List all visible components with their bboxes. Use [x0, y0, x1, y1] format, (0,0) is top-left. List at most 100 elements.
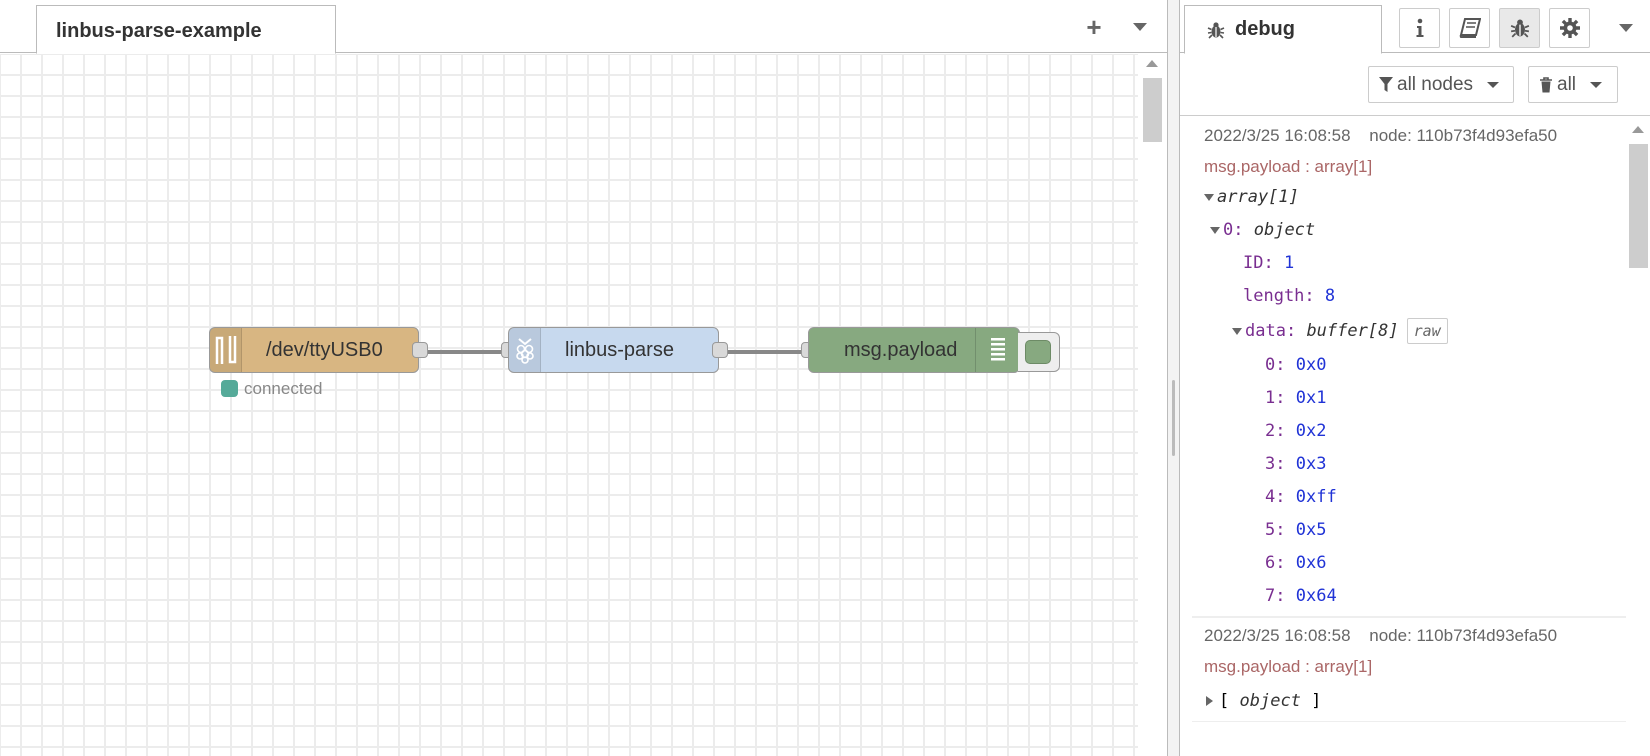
tab-label: linbus-parse-example: [56, 20, 262, 42]
scrollbar-thumb[interactable]: [1143, 78, 1162, 142]
byte-key: 7: [1265, 586, 1276, 606]
debug-tab-button[interactable]: [1499, 8, 1540, 48]
tab-debug[interactable]: debug: [1184, 5, 1382, 54]
field-value: 8: [1324, 286, 1336, 306]
byte-value: 0x3: [1295, 454, 1327, 474]
clear-messages-button[interactable]: all: [1528, 66, 1618, 103]
byte-value: 0x64: [1295, 586, 1337, 606]
tree-row-data[interactable]: data: buffer[8]raw: [1192, 313, 1626, 349]
filter-label: all nodes: [1397, 73, 1474, 95]
plus-icon: +: [1086, 11, 1102, 42]
debug-scrollbar[interactable]: [1626, 118, 1650, 756]
debug-message-list[interactable]: 2022/3/25 16:08:58 node: 110b73f4d93efa5…: [1192, 118, 1626, 756]
message-tree: array[1] 0: object ID: 1 length: 8 data:…: [1192, 181, 1626, 616]
filter-icon: [1379, 76, 1393, 92]
add-tab-button[interactable]: +: [1076, 10, 1112, 44]
info-tab-button[interactable]: [1399, 8, 1440, 48]
linbus-output-port[interactable]: [712, 342, 728, 358]
grip-icon: [1172, 380, 1175, 456]
caret-down-icon: [1619, 24, 1633, 32]
message-timestamp: 2022/3/25 16:08:58: [1204, 126, 1351, 145]
byte-value: 0x2: [1295, 421, 1327, 441]
collapsed-type: object: [1239, 691, 1301, 711]
wire-serial-to-linbus[interactable]: [421, 350, 507, 354]
message-node-link[interactable]: node: 110b73f4d93efa50: [1369, 626, 1558, 645]
expand-arrow-icon: [1206, 696, 1213, 706]
list-icon: [975, 328, 1019, 372]
tree-row-collapsed[interactable]: [ object ]: [1192, 681, 1626, 721]
item-type: object: [1253, 220, 1316, 240]
tree-row-byte: 6: 0x6: [1265, 553, 1327, 573]
clear-label: all: [1557, 73, 1577, 95]
scroll-up-icon[interactable]: [1632, 126, 1644, 133]
caret-down-icon: [1133, 23, 1147, 31]
byte-value: 0x1: [1295, 388, 1327, 408]
serial-icon: [210, 328, 242, 372]
tree-row-byte: 1: 0x1: [1265, 388, 1327, 408]
byte-value: 0x6: [1295, 553, 1327, 573]
caret-down-icon: [1487, 81, 1500, 88]
byte-key: 6: [1265, 553, 1276, 573]
trash-icon: [1540, 76, 1552, 92]
serial-node-label: /dev/ttyUSB0: [266, 338, 383, 361]
expand-arrow-icon: [1210, 226, 1220, 234]
data-key: data: [1245, 321, 1286, 341]
message-timestamp: 2022/3/25 16:08:58: [1204, 626, 1351, 645]
message-topic: msg.payload : array[1]: [1204, 657, 1373, 676]
sidebar-tab-bar: debug: [1180, 0, 1650, 54]
tree-row-byte: 2: 0x2: [1265, 421, 1327, 441]
message-meta: 2022/3/25 16:08:58 node: 110b73f4d93efa5…: [1192, 118, 1626, 151]
tree-row-item[interactable]: 0: object: [1192, 214, 1626, 247]
message-tree: [ object ]: [1192, 681, 1626, 721]
workspace: linbus-parse-example + /dev/ttyUSB0 conn…: [0, 0, 1167, 756]
raspberry-icon: [509, 328, 541, 372]
workspace-tab-bar: linbus-parse-example +: [0, 0, 1167, 54]
bug-icon: [1207, 21, 1225, 39]
tree-row-byte: 4: 0xff: [1265, 487, 1337, 507]
book-icon: [1459, 18, 1481, 38]
tree-row-root[interactable]: array[1]: [1192, 181, 1626, 214]
debug-toolbar: all nodes all: [1180, 54, 1650, 116]
data-type: buffer[8]: [1306, 321, 1399, 341]
byte-value: 0x0: [1295, 355, 1327, 375]
scroll-up-icon[interactable]: [1146, 60, 1158, 67]
serial-output-port[interactable]: [412, 342, 428, 358]
sidebar-menu-button[interactable]: [1616, 18, 1636, 38]
tab-linbus-parse-example[interactable]: linbus-parse-example: [36, 5, 336, 54]
field-key: length: [1243, 286, 1305, 306]
linbus-parse-node[interactable]: linbus-parse: [508, 327, 719, 373]
debug-message: 2022/3/25 16:08:58 node: 110b73f4d93efa5…: [1192, 118, 1626, 617]
byte-key: 4: [1265, 487, 1276, 507]
debug-message: 2022/3/25 16:08:58 node: 110b73f4d93efa5…: [1192, 617, 1626, 722]
byte-value: 0x5: [1295, 520, 1327, 540]
sidebar-resize-handle[interactable]: [1167, 0, 1180, 756]
tab-debug-label: debug: [1235, 18, 1295, 40]
wire-linbus-to-debug[interactable]: [721, 350, 807, 354]
flow-canvas[interactable]: [0, 54, 1138, 756]
byte-key: 2: [1265, 421, 1276, 441]
debug-node-label: msg.payload: [844, 338, 958, 361]
bracket-close: ]: [1311, 691, 1322, 711]
byte-value: 0xff: [1295, 487, 1337, 507]
help-tab-button[interactable]: [1449, 8, 1490, 48]
config-tab-button[interactable]: [1549, 8, 1590, 48]
sidebar: debug: [1180, 0, 1650, 756]
status-indicator-icon: [221, 380, 238, 397]
scrollbar-thumb[interactable]: [1629, 144, 1648, 268]
info-icon: [1416, 18, 1423, 37]
filter-nodes-button[interactable]: all nodes: [1368, 66, 1514, 103]
serial-in-node[interactable]: /dev/ttyUSB0: [209, 327, 419, 373]
bug-icon: [1510, 19, 1529, 38]
byte-key: 1: [1265, 388, 1276, 408]
raw-toggle-button[interactable]: raw: [1406, 318, 1448, 344]
workspace-scrollbar[interactable]: [1138, 54, 1167, 756]
debug-node[interactable]: msg.payload: [808, 327, 1020, 373]
tab-list-button[interactable]: [1122, 10, 1158, 44]
gear-icon: [1559, 18, 1580, 38]
debug-toggle-button[interactable]: [1018, 332, 1060, 372]
message-node-link[interactable]: node: 110b73f4d93efa50: [1369, 126, 1558, 145]
tree-row-byte: 3: 0x3: [1265, 454, 1327, 474]
field-key: ID: [1243, 253, 1264, 273]
expand-arrow-icon: [1204, 193, 1214, 201]
tree-row-byte: 7: 0x64: [1265, 586, 1337, 606]
